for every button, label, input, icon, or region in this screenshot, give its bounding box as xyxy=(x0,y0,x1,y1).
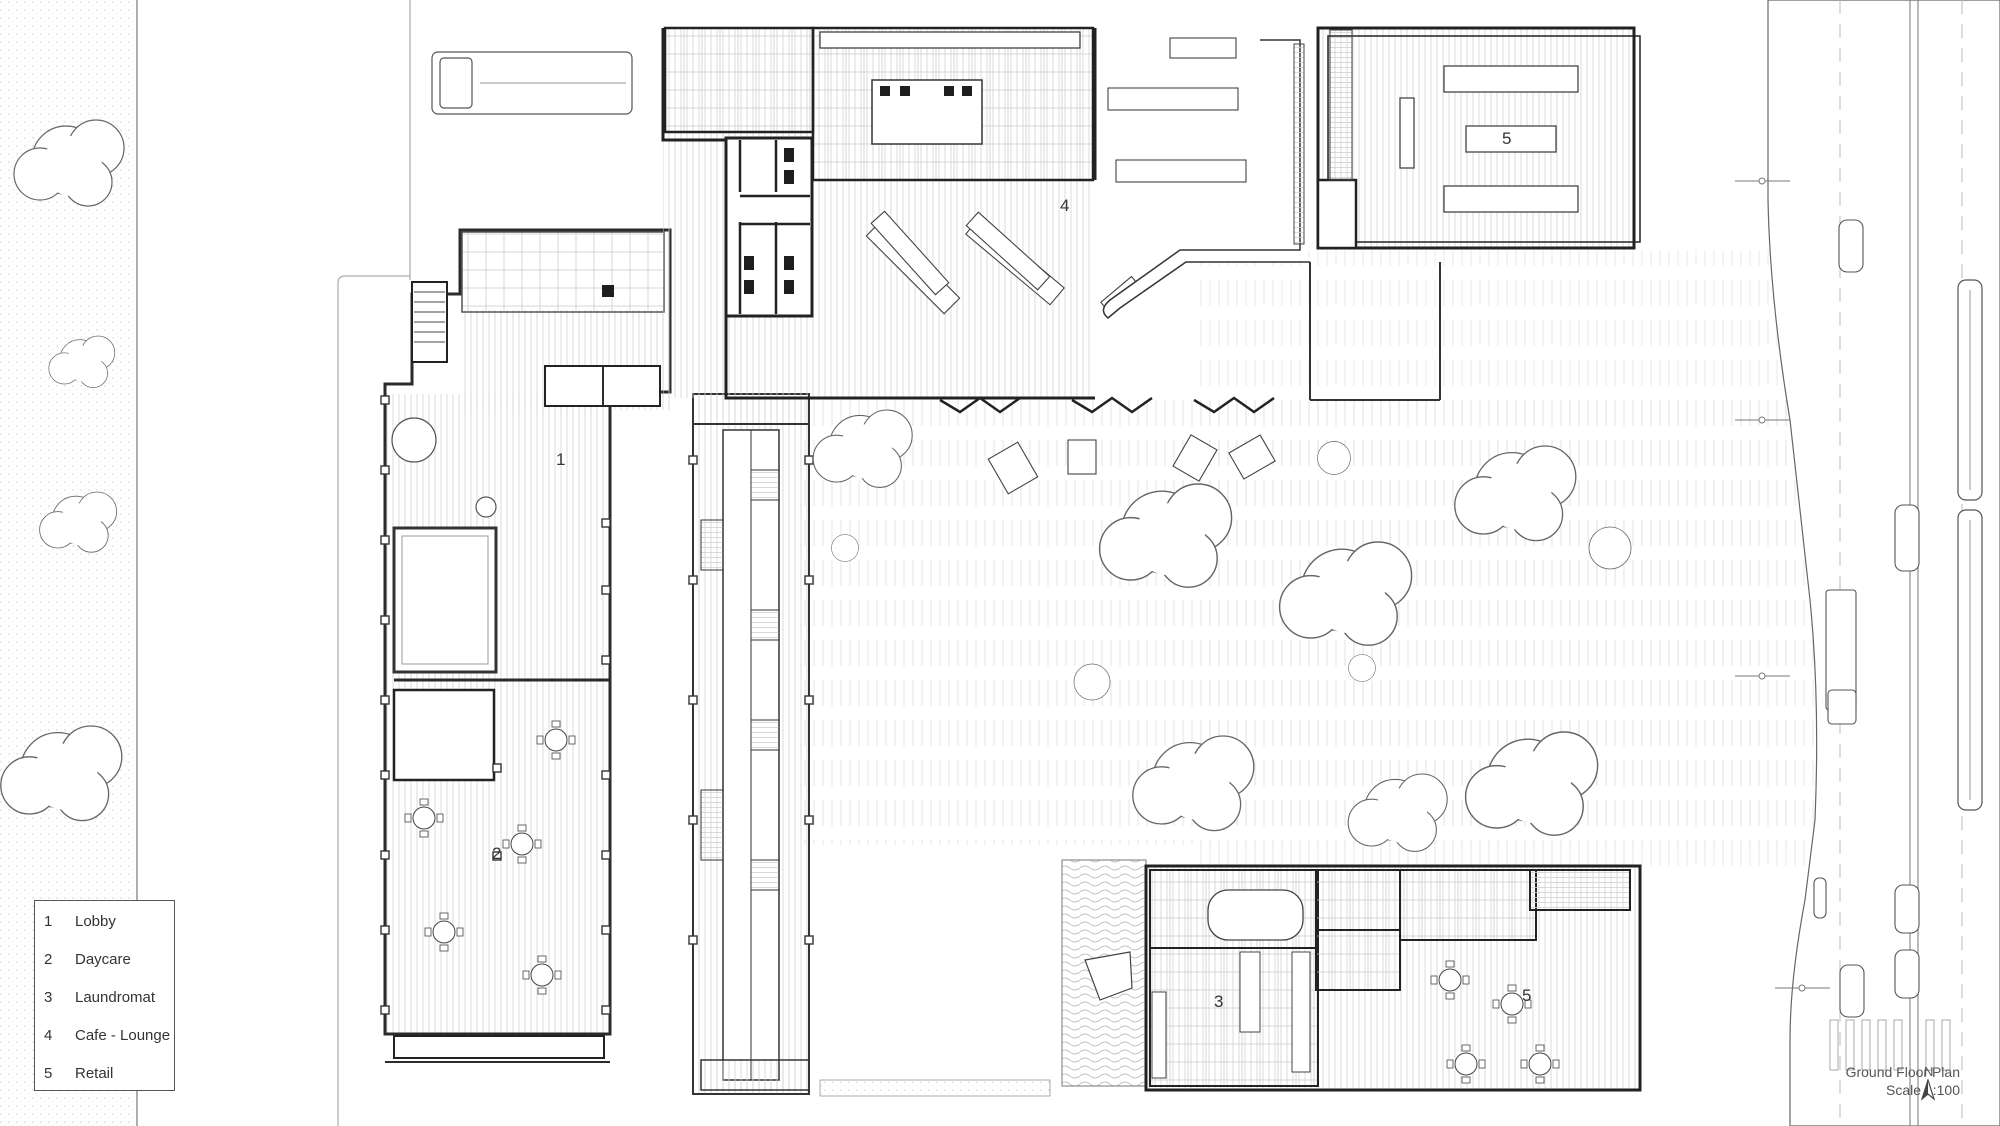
legend-number: 2 xyxy=(44,951,53,968)
retail-fixtures xyxy=(1399,65,1579,213)
legend-row: 4 Cafe - Lounge xyxy=(35,1024,174,1048)
tram-icon xyxy=(1957,279,1983,811)
car-icon xyxy=(1813,219,1920,1018)
legend-row: 1 Lobby xyxy=(35,910,174,934)
plan-scale: Scale 1:100 xyxy=(1886,1082,1960,1098)
legend-row: 2 Daycare xyxy=(35,948,174,972)
room-label-cafe-lounge: 4 xyxy=(1060,196,1070,215)
legend-label: Daycare xyxy=(75,951,131,968)
south-east-block xyxy=(1061,859,1642,1092)
room-legend: 1 Lobby 2 Daycare 3 Laundromat 4 Cafe - … xyxy=(34,900,175,1091)
piano-icon xyxy=(1084,951,1133,1001)
crosswalk xyxy=(1829,1019,1951,1071)
north-arrow-icon xyxy=(1920,1079,1936,1101)
legend-row: 5 Retail xyxy=(35,1062,174,1086)
legend-label: Retail xyxy=(75,1065,114,1082)
room-label-retail-north: 5 xyxy=(1502,129,1512,148)
legend-label: Lobby xyxy=(75,913,116,930)
plan-caption: Ground Floor Plan Scale 1:100 xyxy=(1770,1063,1960,1099)
legend-label: Laundromat xyxy=(75,989,156,1006)
zigzag-wall xyxy=(939,396,1275,414)
legend-label: Cafe - Lounge xyxy=(75,1027,171,1044)
plaza-benches xyxy=(987,434,1276,495)
bus-icon xyxy=(431,51,633,115)
cafe-counter xyxy=(1102,39,1310,319)
room-label-retail-south: 5 xyxy=(1522,986,1532,1005)
legend-number: 3 xyxy=(44,989,53,1006)
legend-number: 4 xyxy=(44,1027,53,1044)
plan-title: Ground Floor Plan xyxy=(1845,1064,1960,1080)
west-wing xyxy=(383,228,672,1063)
room-label-laundromat: 3 xyxy=(1214,992,1224,1011)
central-ramp xyxy=(692,393,810,1095)
legend-number: 5 xyxy=(44,1065,53,1082)
street xyxy=(1767,0,2000,1126)
north-label: N xyxy=(1924,1064,1934,1079)
legend-number: 1 xyxy=(44,913,53,930)
room-label-daycare: 2 xyxy=(492,844,502,863)
room-label-lobby: 1 xyxy=(556,450,566,469)
north-block xyxy=(661,26,1097,400)
legend-row: 3 Laundromat xyxy=(35,986,174,1010)
